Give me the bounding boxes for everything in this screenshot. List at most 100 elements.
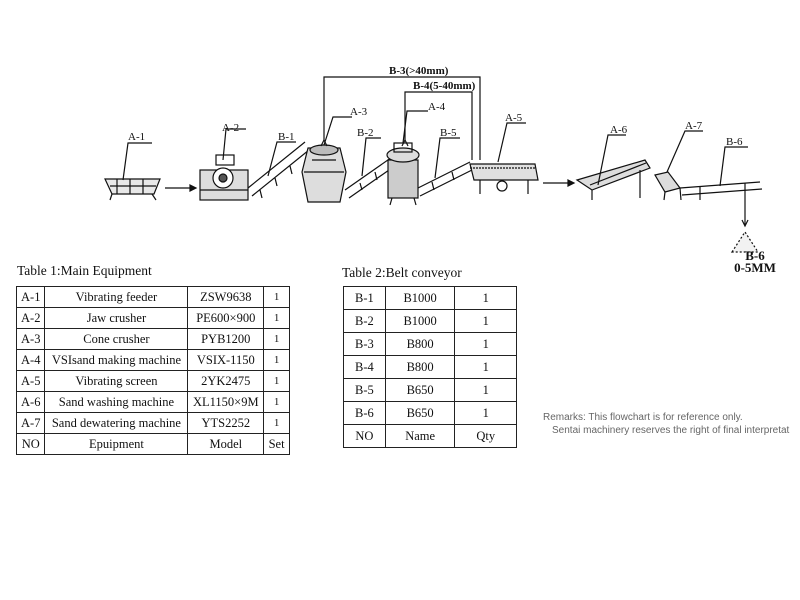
cell-qty: 1 [454, 286, 517, 310]
label-a4: A-4 [428, 101, 446, 113]
cell-set: 1 [263, 349, 290, 371]
cell-qty: 1 [454, 378, 517, 402]
label-b5: B-5 [440, 127, 457, 139]
belt-conveyor-b6-drawing [679, 181, 763, 200]
cell-set: 1 [263, 391, 290, 413]
cell-no: B-5 [343, 378, 386, 402]
sand-washer-drawing [575, 159, 651, 200]
cell-model: PE600×900 [187, 307, 265, 329]
cell-qty: 1 [454, 332, 517, 356]
sand-pile-drawing [730, 230, 760, 253]
cell-name: B1000 [384, 309, 456, 333]
cell-equipment: Sand washing machine [44, 391, 189, 413]
product-name: B-6 [745, 248, 765, 263]
cell-equipment: Sand dewatering machine [44, 412, 189, 434]
header-set: Set [263, 433, 290, 455]
cell-equipment: Jaw crusher [44, 307, 189, 329]
cell-no: A-4 [15, 349, 46, 371]
cell-model: YTS2252 [187, 412, 265, 434]
label-a3: A-3 [350, 106, 368, 118]
cell-model: PYB1200 [187, 328, 265, 350]
process-flowchart: A-1 A-2 B-1 A-3 B-2 A-4 B-5 A-5 A-6 A-7 … [104, 65, 763, 253]
table1-caption: Table 1:Main Equipment [17, 263, 152, 278]
label-b2: B-2 [357, 127, 374, 139]
remarks: Remarks: This flowchart is for reference… [543, 411, 800, 437]
header-no: NO [343, 424, 386, 448]
cell-model: ZSW9638 [187, 286, 265, 308]
cell-name: B1000 [384, 286, 456, 310]
cell-equipment: VSIsand making machine [44, 349, 189, 371]
jaw-crusher-drawing [199, 154, 249, 201]
label-b1: B-1 [278, 131, 295, 143]
remarks-line-2: Sentai machinery reserves the right of f… [552, 425, 790, 436]
label-b3-return: B-3(>40mm) [389, 65, 449, 77]
cell-set: 1 [263, 286, 290, 308]
cell-no: B-1 [343, 286, 386, 310]
dewatering-machine-drawing [654, 171, 682, 201]
belt-conveyor-b5-drawing [417, 161, 475, 197]
cell-set: 1 [263, 412, 290, 434]
cell-qty: 1 [454, 355, 517, 379]
cell-no: B-2 [343, 309, 386, 333]
product-size: 0-5MM [734, 260, 776, 275]
vsi-sand-maker-drawing [386, 142, 420, 206]
header-qty: Qty [454, 424, 517, 448]
header-no: NO [15, 433, 46, 455]
label-b6: B-6 [726, 136, 743, 148]
header-equipment: Epuipment [44, 433, 189, 455]
cell-no: A-3 [15, 328, 46, 350]
label-a5: A-5 [505, 112, 523, 124]
cell-no: B-6 [343, 401, 386, 425]
cell-equipment: Cone crusher [44, 328, 189, 350]
cone-crusher-drawing [301, 144, 347, 203]
return-line-b4 [404, 91, 473, 160]
cell-equipment: Vibrating feeder [44, 286, 189, 308]
belt-conveyor-b1-drawing [247, 141, 310, 199]
header-name: Name [384, 424, 456, 448]
remarks-line-1: Remarks: This flowchart is for reference… [543, 412, 743, 423]
cell-name: B650 [384, 378, 456, 402]
cell-no: A-5 [15, 370, 46, 392]
cell-no: A-1 [15, 286, 46, 308]
label-a7: A-7 [685, 120, 703, 132]
label-a6: A-6 [610, 124, 628, 136]
cell-equipment: Vibrating screen [44, 370, 189, 392]
cell-set: 1 [263, 328, 290, 350]
vibrating-screen-drawing [469, 163, 539, 194]
cell-qty: 1 [454, 309, 517, 333]
cell-no: B-4 [343, 355, 386, 379]
cell-name: B650 [384, 401, 456, 425]
product-label: B-6 0-5MM [722, 248, 788, 275]
label-b4-return: B-4(5-40mm) [413, 80, 476, 92]
cell-model: XL1150×9M [187, 391, 265, 413]
label-a2: A-2 [222, 122, 239, 134]
cell-set: 1 [263, 307, 290, 329]
cell-qty: 1 [454, 401, 517, 425]
cell-model: 2YK2475 [187, 370, 265, 392]
label-a1: A-1 [128, 131, 145, 143]
cell-no: B-3 [343, 332, 386, 356]
cell-model: VSIX-1150 [187, 349, 265, 371]
return-line-b3 [323, 76, 481, 160]
header-model: Model [187, 433, 265, 455]
vibrating-feeder-drawing [104, 178, 161, 201]
cell-name: B800 [384, 332, 456, 356]
cell-set: 1 [263, 370, 290, 392]
cell-no: A-7 [15, 412, 46, 434]
